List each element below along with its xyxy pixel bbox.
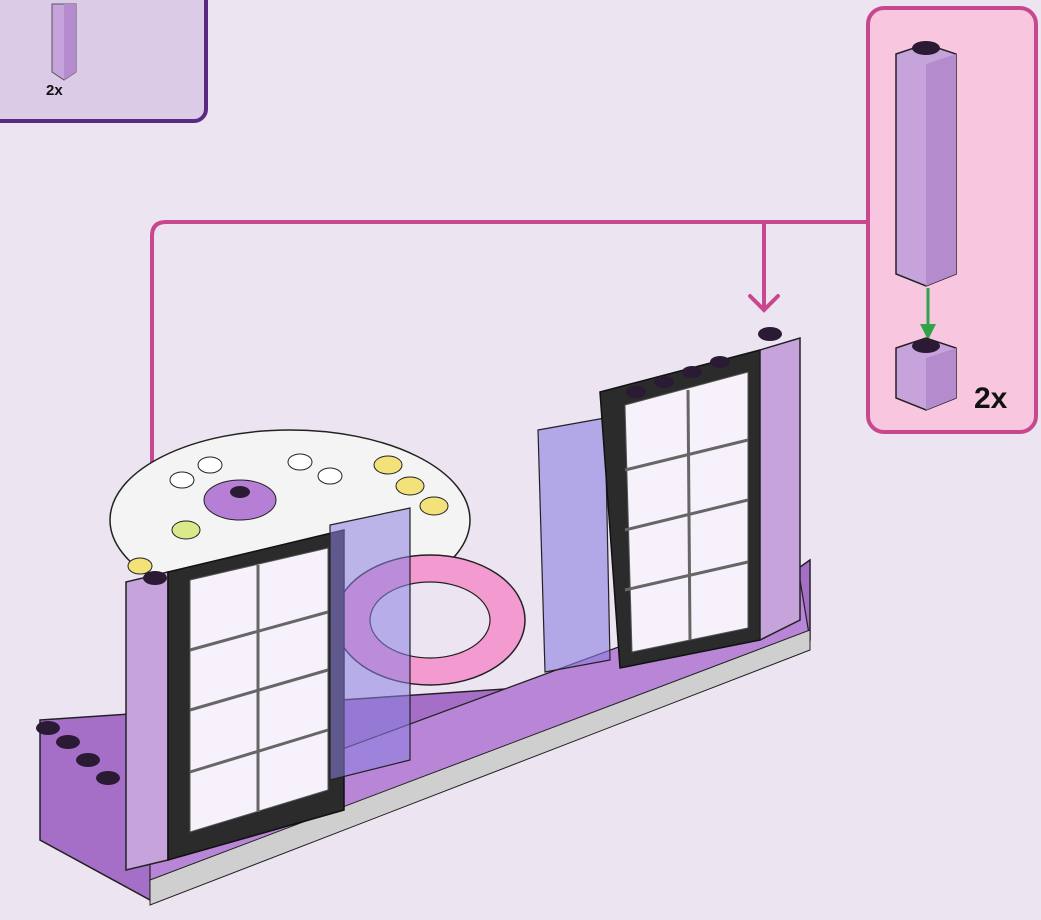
translucent-column-right [538,418,610,672]
right-window-wall [600,327,800,668]
callout-quantity: 2x [974,382,1007,416]
callout-parts-illustration [866,6,1038,434]
left-window-wall [126,530,344,870]
step-callout-box: 2x [866,6,1038,434]
translucent-column-left [330,508,410,780]
